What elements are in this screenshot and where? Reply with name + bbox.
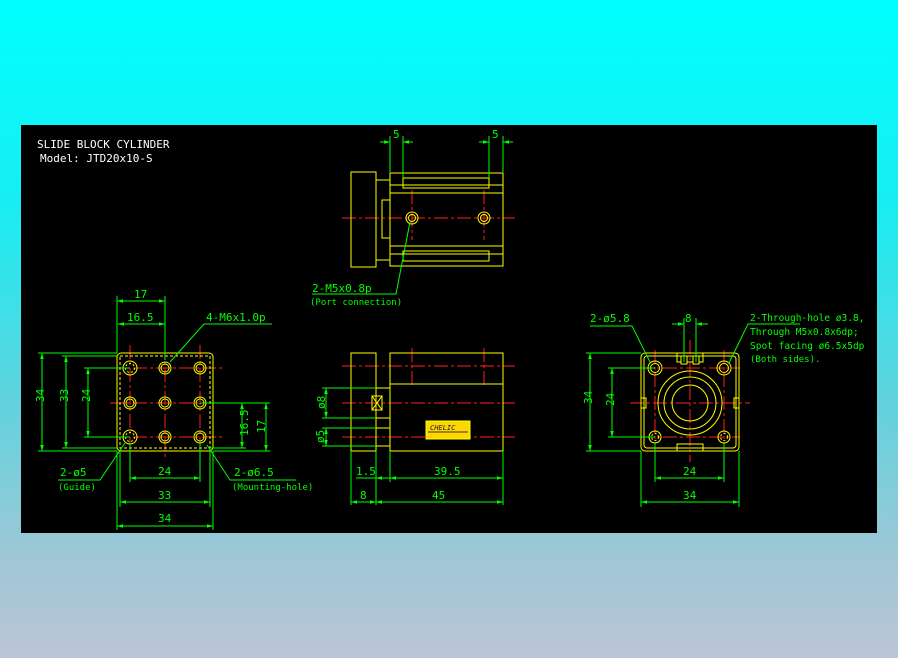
port-note: (Port connection) [310,298,402,308]
bore-icon [657,370,723,436]
rear-view-dimensions [586,318,800,507]
thread-hole-icon [158,361,172,375]
mount-label: 2-ø6.5 [234,466,274,479]
side-view-labels: ø8 ø5 1.5 39.5 8 45 [314,396,461,502]
top-view-labels: 5 5 2-M5x0.8p (Port connection) [310,128,499,308]
port-label: 2-M5x0.8p [312,282,372,295]
dim-front-34-bottom: 34 [158,512,172,525]
dim-side-1-5: 1.5 [356,465,376,478]
side-view-dimensions [322,387,504,505]
dim-front-17-top: 17 [134,288,147,301]
rear-note-line2: Through M5x0.8x6dp; [750,327,859,338]
dim-front-24-left: 24 [80,388,93,402]
nameplate-text: CHELIC [430,424,456,432]
rear-hole-label: 2-ø5.8 [590,312,630,325]
dim-rear-24-left: 24 [604,392,617,406]
top-view: 5 5 2-M5x0.8p (Port connection) [310,128,515,308]
drawing-frame: SLIDE BLOCK CYLINDER Model: JTD20x10-S [21,125,877,533]
front-view: 17 16.5 4-M6x1.0p 34 33 24 16.5 17 2-ø5 … [34,288,313,530]
guide-note: (Guide) [58,483,96,493]
dim-rear-8: 8 [685,312,692,325]
front-view-dimensions [38,296,296,530]
dim-top-5-left: 5 [393,128,400,141]
dim-rear-34-bottom: 34 [683,489,697,502]
top-view-outline [350,171,504,268]
title-block: SLIDE BLOCK CYLINDER Model: JTD20x10-S [37,138,170,165]
rear-note-line1: 2-Through-hole ø3.8, [750,313,864,324]
dim-rear-24-bottom: 24 [683,465,697,478]
dim-front-16-5-top: 16.5 [127,311,154,324]
cad-drawing: SLIDE BLOCK CYLINDER Model: JTD20x10-S [34,128,865,530]
side-view-outline [350,352,504,452]
thread-label: 4-M6x1.0p [206,311,266,324]
rear-view: 2-ø5.8 8 2-Through-hole ø3.8, Through M5… [582,312,865,507]
nameplate: CHELIC [425,420,471,440]
dim-front-34-left: 34 [34,388,47,402]
dim-front-24-bottom: 24 [158,465,172,478]
front-view-labels: 17 16.5 4-M6x1.0p 34 33 24 16.5 17 2-ø5 … [34,288,313,525]
dim-side-39-5: 39.5 [434,465,461,478]
top-view-dimensions [312,136,513,295]
drawing-title: SLIDE BLOCK CYLINDER [37,138,170,151]
dim-front-16-5-right: 16.5 [238,410,251,437]
dim-side-45: 45 [432,489,445,502]
rear-note-line4: (Both sides). [750,355,820,365]
dim-side-8: 8 [360,489,367,502]
rear-note-line3: Spot facing ø6.5x5dp [750,341,865,352]
dim-side-phi8: ø8 [315,396,328,409]
dim-front-17-right: 17 [255,420,268,433]
guide-label: 2-ø5 [60,466,87,479]
rear-view-labels: 2-ø5.8 8 2-Through-hole ø3.8, Through M5… [582,312,865,502]
dim-side-phi5: ø5 [314,430,327,443]
side-view: CHELIC ø8 ø5 1.5 39.5 8 4 [314,348,515,505]
model-label: Model: JTD20x10-S [40,152,153,165]
dim-rear-34-left: 34 [582,390,595,404]
dim-top-5-right: 5 [492,128,499,141]
dim-front-33-bottom: 33 [158,489,171,502]
mount-note: (Mounting-hole) [232,483,313,493]
dim-front-33-left: 33 [58,389,71,402]
